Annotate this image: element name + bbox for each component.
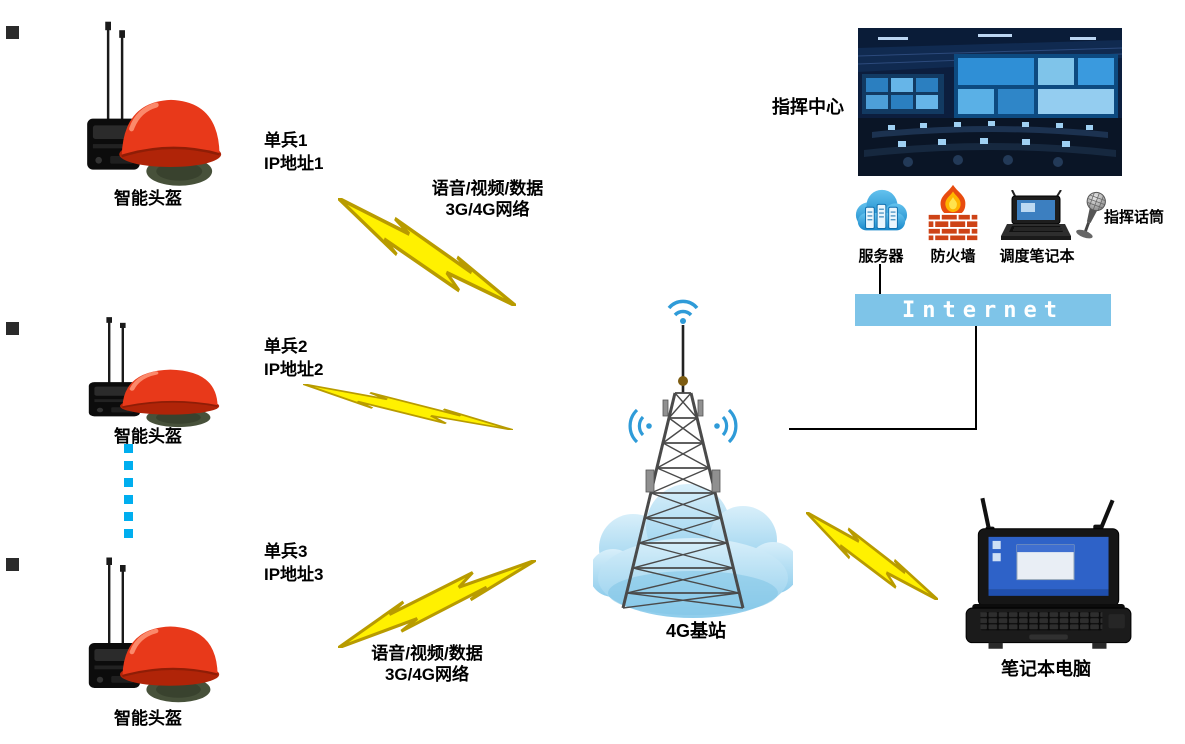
field-laptop-illustration [965, 497, 1132, 649]
antenna [120, 31, 124, 124]
laptop-keyboard [980, 612, 1103, 631]
antenna [106, 23, 110, 122]
lattice-tower [621, 392, 745, 609]
soldier-1-name: 单兵1 [264, 131, 308, 150]
voice-video-data-label: 语音/视频/数据 [371, 644, 483, 663]
dispatch-laptop-icon [1001, 190, 1071, 240]
base-station-label: 4G基站 [665, 621, 726, 641]
connector-internet-down [975, 326, 977, 429]
soldier-3-label: 单兵3 IP地址3 [264, 541, 324, 587]
command-center-label: 指挥中心 [772, 97, 844, 117]
dispatch-laptop-label: 调度笔记本 [999, 248, 1075, 265]
photo-corner-artifact [6, 558, 19, 571]
soldier-2-name: 单兵2 [264, 337, 308, 356]
soldier-2-ip: IP地址2 [264, 359, 324, 379]
soldier-1-label: 单兵1 IP地址1 [264, 130, 324, 176]
lightning-link-2 [303, 384, 513, 430]
smart-helmet-label-3: 智能头盔 [114, 709, 182, 728]
lightning-link-3 [338, 560, 536, 648]
wifi-signal-left-icon [628, 408, 645, 444]
soldier-2-label: 单兵2 IP地址2 [264, 336, 324, 382]
connector-server-to-internet [879, 264, 881, 294]
smart-helmet-label-2: 智能头盔 [114, 427, 182, 446]
field-laptop-label: 笔记本电脑 [1001, 659, 1091, 679]
wireless-link-caption-top: 语音/视频/数据 3G/4G网络 [400, 178, 575, 221]
wireless-link-caption-bottom: 语音/视频/数据 3G/4G网络 [342, 643, 512, 686]
wifi-signal-right-icon [721, 408, 738, 444]
photo-corner-artifact [6, 322, 19, 335]
lightning-link-1 [338, 198, 516, 306]
soldier-1-ip: IP地址1 [264, 153, 324, 173]
laptop-touchpad [1029, 634, 1068, 640]
microphone-icon [1076, 191, 1106, 239]
wifi-signal-top-icon [667, 299, 699, 317]
antenna-panels [645, 399, 721, 493]
internet-label: Internet [902, 297, 1064, 323]
soldier-3-ip: IP地址3 [264, 564, 324, 584]
network-type-label: 3G/4G网络 [384, 665, 470, 685]
smart-helmet-label-1: 智能头盔 [114, 189, 182, 208]
base-station-illustration [593, 299, 793, 618]
lightning-link-laptop [806, 512, 938, 600]
firewall-label: 防火墙 [930, 248, 976, 265]
smart-helmet-illustration-3 [88, 557, 220, 703]
internet-bar: Internet [855, 294, 1111, 326]
firewall-icon [926, 184, 980, 242]
smart-helmet-illustration-2 [88, 317, 220, 428]
mast [681, 325, 685, 393]
voice-video-data-label: 语音/视频/数据 [431, 179, 544, 198]
soldier-3-name: 单兵3 [264, 542, 308, 561]
connector-internet-to-basestation [789, 428, 977, 430]
microphone-label: 指挥话筒 [1104, 209, 1165, 226]
command-center-photo [858, 28, 1122, 176]
smart-helmet-illustration-1 [87, 21, 222, 186]
helmet-dome [121, 99, 220, 156]
server-label: 服务器 [858, 248, 904, 265]
photo-corner-artifact [6, 26, 19, 39]
network-type-label: 3G/4G网络 [445, 200, 530, 220]
server-icon [855, 189, 908, 231]
more-units-dotted-line [124, 444, 133, 546]
